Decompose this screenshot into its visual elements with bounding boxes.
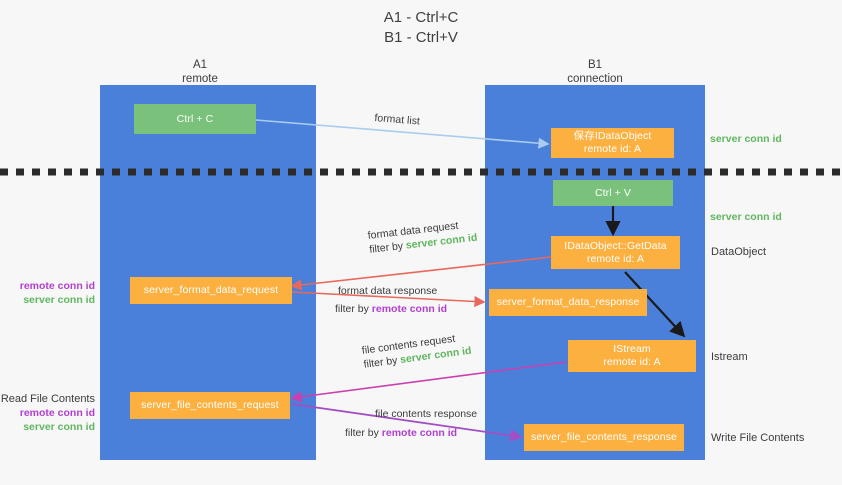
filter-prefix-4: filter by: [345, 427, 382, 439]
filter-value-remote-conn-id-1: remote conn id: [371, 303, 448, 315]
box-save-idataobject-line-1: 保存IDataObject: [573, 130, 652, 142]
arrow-label-format-data-response-filter: filter by remote conn id: [335, 302, 447, 316]
box-idataobject-getdata[interactable]: IDataObject::GetData remote id: A: [551, 236, 680, 269]
right-label-write-file-contents: Write File Contents: [711, 432, 805, 444]
box-ctrl-v[interactable]: Ctrl + V: [553, 180, 673, 206]
left-label-read-file-contents: Read File Contents: [0, 393, 95, 405]
box-server-file-contents-response-label: server_file_contents_response: [531, 431, 677, 443]
filter-prefix-2: filter by: [335, 303, 372, 315]
arrow-format-data-response: [291, 291, 486, 308]
right-label-istream: Istream: [711, 351, 748, 363]
column-b1-sub: connection: [567, 73, 623, 85]
box-server-file-contents-request-label: server_file_contents_request: [141, 399, 279, 411]
box-save-idataobject[interactable]: 保存IDataObject remote id: A: [551, 128, 674, 158]
box-server-format-data-request-label: server_format_data_request: [143, 284, 279, 296]
box-server-format-data-request[interactable]: server_format_data_request: [130, 277, 292, 304]
column-header-b1: B1 connection: [485, 58, 705, 86]
column-header-a1: A1 remote: [100, 58, 300, 86]
diagram-title: A1 - Ctrl+C B1 - Ctrl+V: [0, 8, 842, 48]
box-idataobject-getdata-line-2: remote id: A: [586, 252, 645, 265]
box-ctrl-c-label: Ctrl + C: [176, 112, 214, 125]
right-label-server-conn-id-1: server conn id: [710, 133, 782, 145]
left-label-group-format-data: remote conn id server conn id: [0, 279, 95, 307]
box-server-format-data-response[interactable]: server_format_data_response: [489, 289, 647, 316]
arrow-format-data-request: [290, 256, 552, 291]
column-b1-name: B1: [587, 59, 603, 71]
arrow-getdata-to-istream: [624, 271, 686, 338]
arrow-format-list: [255, 119, 550, 149]
arrow-label-file-contents-response-group: file contents response filter by remote …: [345, 407, 478, 440]
arrow-file-contents-response: [291, 403, 523, 442]
right-label-server-conn-id-2: server conn id: [710, 211, 782, 223]
arrow-label-file-contents-response-filter: filter by remote conn id: [345, 426, 477, 440]
column-a1-name: A1: [192, 59, 208, 71]
left-label-server-conn-id-1: server conn id: [23, 294, 95, 306]
box-istream[interactable]: IStream remote id: A: [568, 340, 696, 372]
box-server-format-data-response-label: server_format_data_response: [496, 296, 640, 308]
title-line-2: B1 - Ctrl+V: [384, 29, 458, 46]
box-istream-line-2: remote id: A: [603, 356, 661, 368]
left-label-remote-conn-id-1: remote conn id: [19, 280, 95, 292]
box-server-file-contents-request[interactable]: server_file_contents_request: [130, 392, 290, 419]
arrow-file-contents-request: [290, 361, 567, 403]
left-label-server-conn-id-2: server conn id: [23, 421, 95, 433]
box-save-idataobject-line-2: remote id: A: [583, 143, 642, 155]
box-istream-line-1: IStream: [613, 343, 651, 355]
title-line-1: A1 - Ctrl+C: [383, 9, 459, 26]
right-label-dataobject: DataObject: [711, 246, 767, 258]
left-label-group-file-contents: Read File Contents remote conn id server…: [0, 392, 95, 434]
arrow-label-format-data-response-group: format data response filter by remote co…: [335, 284, 447, 316]
box-server-file-contents-response[interactable]: server_file_contents_response: [524, 424, 684, 451]
left-label-remote-conn-id-2: remote conn id: [19, 407, 95, 419]
arrow-label-file-contents-response: file contents response: [375, 408, 478, 420]
column-a1-sub: remote: [182, 73, 218, 85]
filter-value-remote-conn-id-2: remote conn id: [381, 427, 458, 439]
box-ctrl-c[interactable]: Ctrl + C: [134, 104, 256, 134]
box-ctrl-v-label: Ctrl + V: [594, 186, 632, 199]
arrow-label-format-data-response: format data response: [338, 285, 438, 297]
box-idataobject-getdata-line-1: IDataObject::GetData: [564, 239, 667, 252]
